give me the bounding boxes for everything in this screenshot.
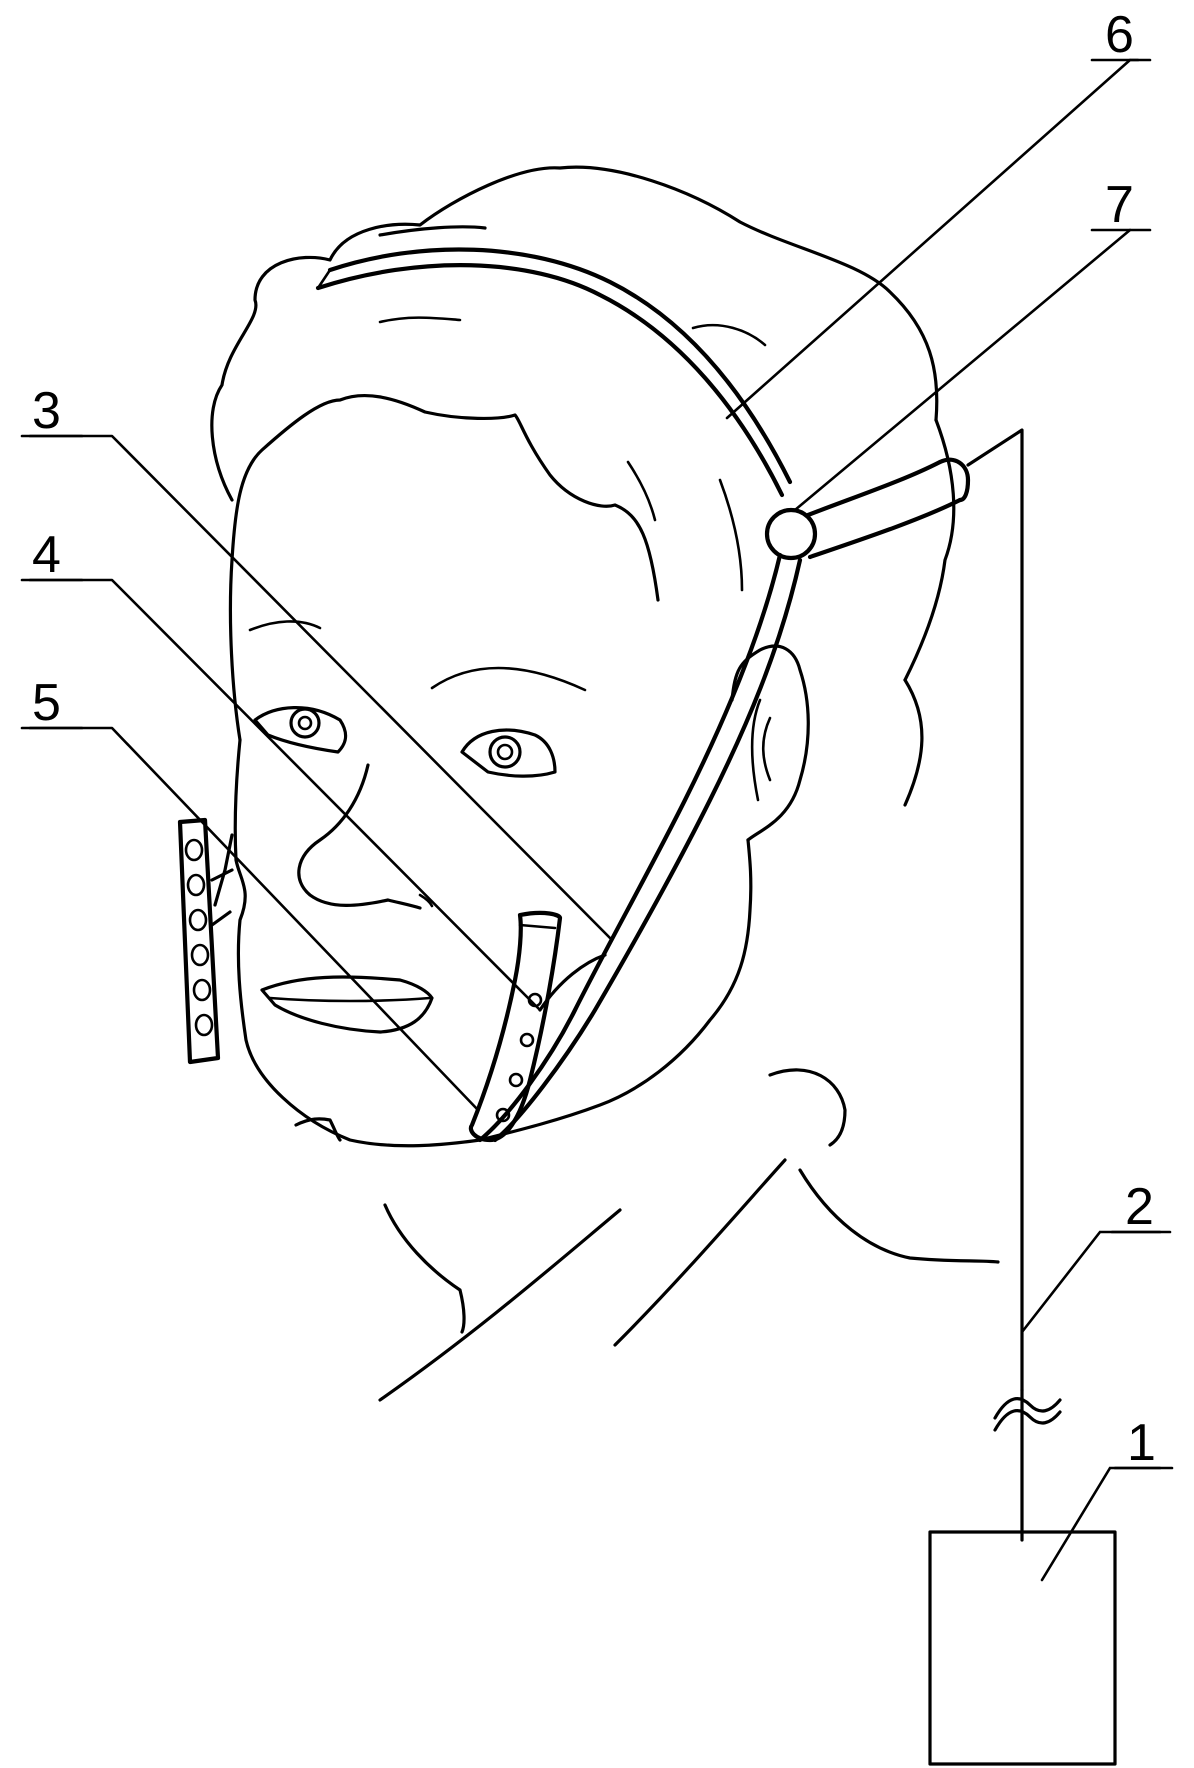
joint-7 <box>764 507 818 561</box>
leader-7 <box>793 228 1132 512</box>
chin-mark <box>294 1117 342 1142</box>
mouth <box>260 975 434 1034</box>
leader-2 <box>1020 1230 1162 1334</box>
label-underlines <box>20 58 1174 1470</box>
label-4: 4 <box>32 526 61 584</box>
left-eye <box>248 620 348 754</box>
neck-shoulders <box>378 1068 1000 1402</box>
rear-strap <box>805 457 971 560</box>
side-plate <box>177 817 234 1065</box>
jaw-arm <box>477 552 803 1143</box>
hair-outline <box>210 165 956 807</box>
right-eye <box>430 666 587 778</box>
headband <box>315 247 793 498</box>
label-2: 2 <box>1125 1178 1154 1236</box>
face-outline <box>228 393 810 1148</box>
label-1: 1 <box>1127 1414 1156 1472</box>
leader-lines <box>28 58 1162 1582</box>
label-3: 3 <box>32 382 61 440</box>
label-5: 5 <box>32 674 61 732</box>
leader-5 <box>28 726 480 1112</box>
leader-1 <box>1040 1466 1162 1582</box>
label-6: 6 <box>1105 6 1134 64</box>
device-box <box>928 1530 1117 1766</box>
leader-4 <box>28 578 542 1012</box>
label-7: 7 <box>1105 176 1134 234</box>
nose <box>297 763 434 910</box>
cable <box>966 428 1062 1542</box>
leader-3 <box>28 434 614 942</box>
